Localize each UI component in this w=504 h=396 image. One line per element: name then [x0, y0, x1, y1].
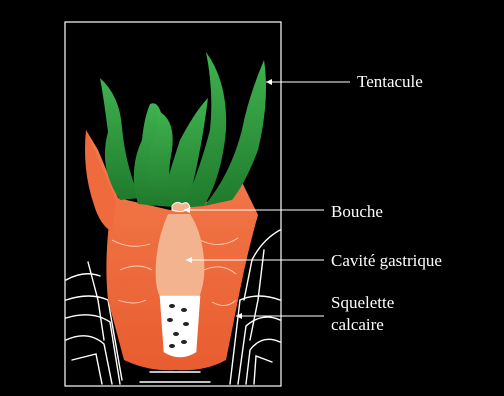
tentacles — [100, 52, 266, 208]
label-squelette-calcaire: Squelette calcaire — [331, 292, 394, 336]
arrowhead-tentacule — [266, 79, 272, 85]
label-squelette-line2: calcaire — [331, 314, 394, 336]
label-cavite-gastrique: Cavité gastrique — [331, 250, 442, 272]
central-septum — [160, 296, 200, 357]
label-squelette-line1: Squelette — [331, 292, 394, 314]
label-tentacule: Tentacule — [357, 71, 423, 93]
label-bouche: Bouche — [331, 201, 383, 223]
